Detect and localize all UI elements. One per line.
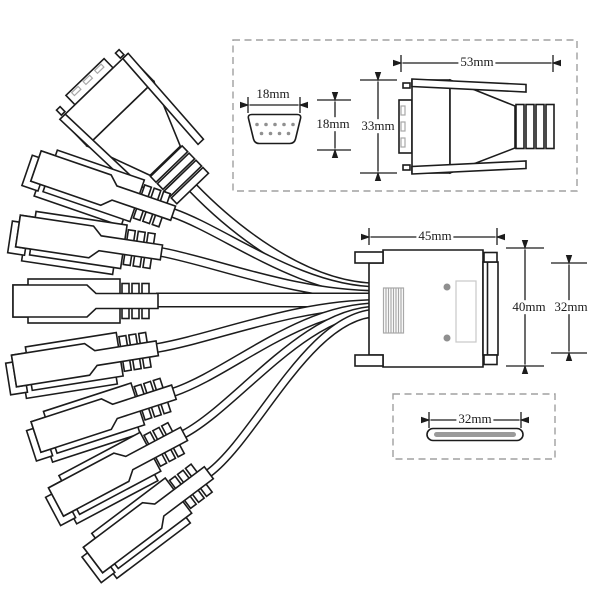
port-slot-profile [426, 427, 524, 442]
label-area [455, 280, 477, 343]
screw-bottom [443, 334, 451, 342]
main-connector [354, 249, 499, 368]
dimension-lines [240, 55, 587, 428]
dim-label-main-depth: 45mm [416, 228, 454, 244]
screw-top [443, 283, 451, 291]
dim-label-side-height: 33mm [359, 118, 397, 134]
rca-plug-3 [12, 278, 159, 324]
dim-label-slot-width: 32mm [456, 411, 494, 427]
cable-bundle [156, 184, 379, 477]
dim-label-main-outer: 40mm [510, 299, 548, 315]
pin-holes [255, 122, 295, 136]
dim-label-face-width: 18mm [254, 86, 292, 102]
detail-box-bottom [392, 393, 556, 460]
dim-label-main-inner: 32mm [552, 299, 590, 315]
connector-flange [482, 261, 499, 356]
detail-box-top [232, 39, 578, 192]
db9-side-view [398, 78, 555, 175]
dim-label-side-length: 53mm [458, 54, 496, 70]
db9-face-view [247, 113, 302, 145]
dim-label-face-height: 18mm [314, 116, 352, 132]
